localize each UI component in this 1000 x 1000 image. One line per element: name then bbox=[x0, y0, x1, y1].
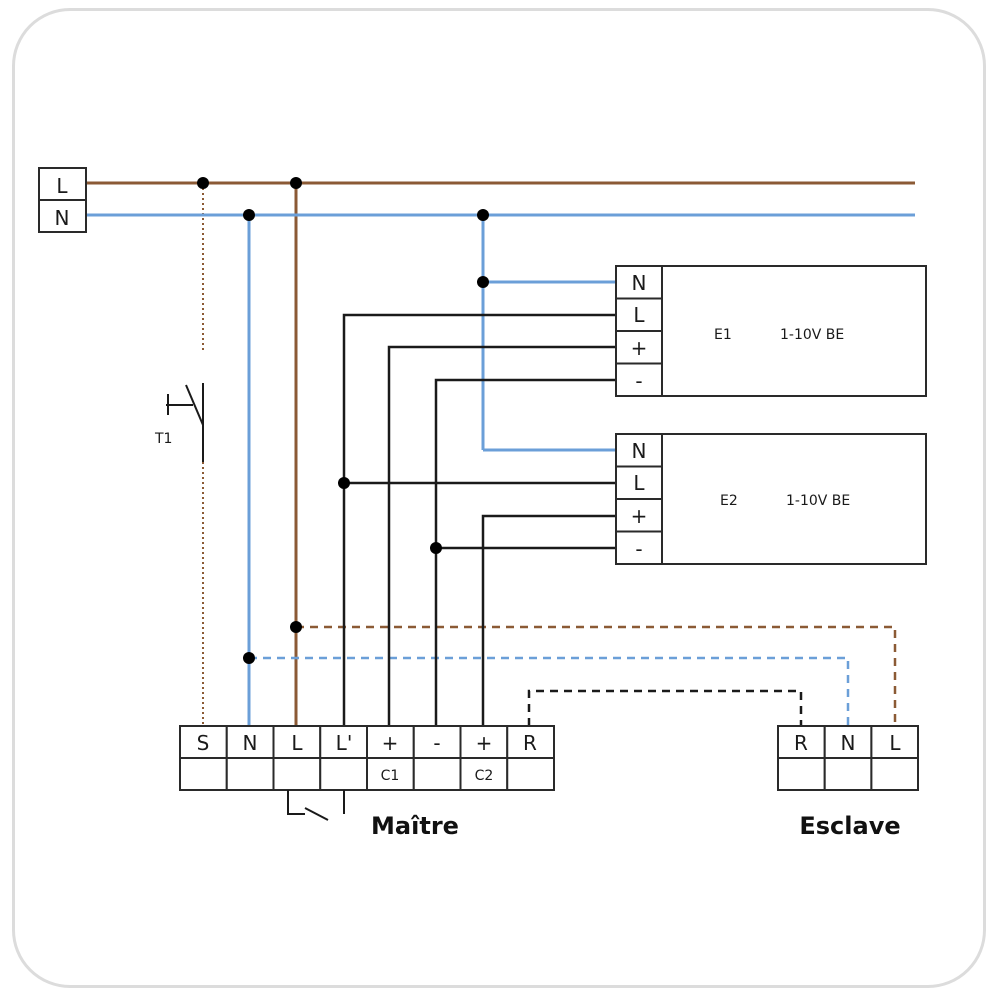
e1-terminal-plus: + bbox=[631, 336, 648, 360]
push-button-t1: T1 bbox=[154, 383, 204, 462]
e2-terminal-n: N bbox=[632, 439, 647, 463]
slave-title: Esclave bbox=[799, 812, 900, 840]
t1-blade bbox=[185, 384, 204, 426]
master-terminal-l: L bbox=[291, 731, 303, 755]
junction-node bbox=[430, 542, 442, 554]
e2-type: 1-10V BE bbox=[786, 493, 850, 509]
lprime-wire bbox=[342, 313, 616, 726]
junction-node bbox=[338, 477, 350, 489]
master-sublabel-c2: C2 bbox=[475, 768, 494, 784]
supply-terminal-block: L N bbox=[38, 167, 87, 233]
master-terminal-c1-plus: + bbox=[382, 731, 399, 755]
e2-name: E2 bbox=[720, 493, 738, 509]
c2-plus-wire bbox=[481, 514, 616, 726]
t1-label: T1 bbox=[154, 431, 172, 447]
e1-terminal-minus: - bbox=[635, 369, 642, 393]
e1-terminal-n: N bbox=[632, 271, 647, 295]
junction-node bbox=[197, 177, 209, 189]
junction-nodes bbox=[197, 177, 489, 664]
relay-contact-icon bbox=[287, 790, 305, 815]
junction-node bbox=[243, 209, 255, 221]
junction-node bbox=[290, 621, 302, 633]
master-terminal-r: R bbox=[523, 731, 537, 755]
driver-e1: N L + - E1 1-10V BE bbox=[615, 265, 927, 397]
e2-terminal-l: L bbox=[633, 471, 645, 495]
junction-node bbox=[477, 209, 489, 221]
junction-node bbox=[243, 652, 255, 664]
slave-terminal-l: L bbox=[889, 731, 901, 755]
slave-terminal-block: R N L Esclave bbox=[777, 725, 920, 840]
supply-l-label: L bbox=[56, 174, 68, 198]
master-terminal-n: N bbox=[243, 731, 258, 755]
slave-neutral-link bbox=[249, 656, 850, 726]
slave-terminal-r: R bbox=[794, 731, 808, 755]
master-terminal-s: S bbox=[197, 731, 210, 755]
e1-terminal-l: L bbox=[633, 303, 645, 327]
master-terminal-l-prime: L' bbox=[336, 731, 353, 755]
junction-node bbox=[477, 276, 489, 288]
control-wires bbox=[342, 313, 803, 726]
slave-terminal-n: N bbox=[841, 731, 856, 755]
c1-plus-wire bbox=[387, 345, 616, 726]
r-link bbox=[527, 689, 803, 726]
master-terminal-block: S N L L' + - + R C1 C2 Maître bbox=[179, 725, 555, 840]
e1-name: E1 bbox=[714, 327, 732, 343]
relay-contact-blade bbox=[304, 807, 329, 821]
junction-node bbox=[290, 177, 302, 189]
e1-type: 1-10V BE bbox=[780, 327, 844, 343]
phase-wires bbox=[86, 181, 915, 726]
driver-e2: N L + - E2 1-10V BE bbox=[615, 433, 927, 565]
e2-terminal-minus: - bbox=[635, 537, 642, 561]
master-title: Maître bbox=[371, 812, 459, 840]
slave-phase-link bbox=[296, 625, 897, 726]
master-terminal-minus: - bbox=[433, 731, 440, 755]
neutral-wires bbox=[86, 213, 915, 726]
master-sublabel-c1: C1 bbox=[381, 768, 400, 784]
minus-wire bbox=[434, 378, 616, 726]
master-terminal-c2-plus: + bbox=[476, 731, 493, 755]
supply-n-label: N bbox=[55, 206, 70, 230]
e2-terminal-plus: + bbox=[631, 504, 648, 528]
